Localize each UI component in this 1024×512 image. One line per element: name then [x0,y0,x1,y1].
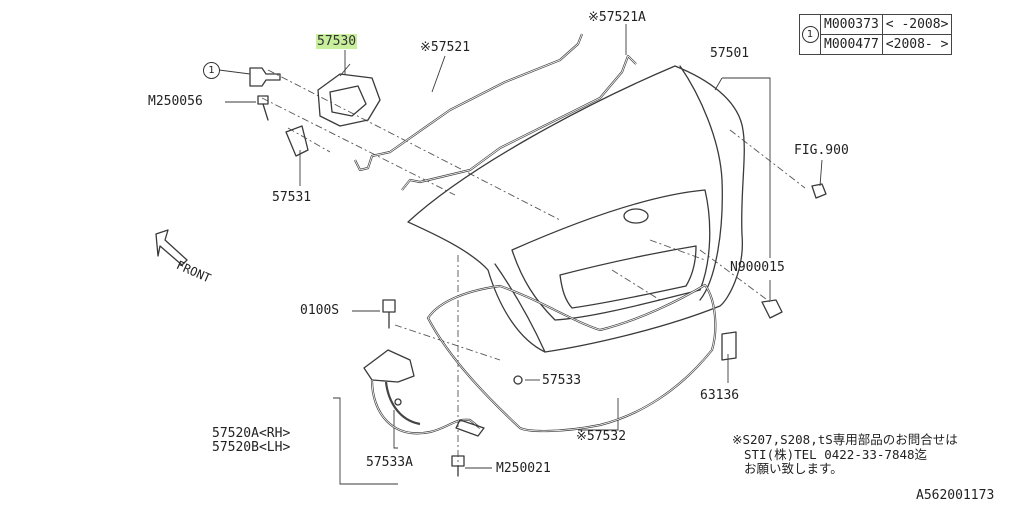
figure-id: A562001173 [916,488,995,503]
note-line-1: ※S207,S208,tS専用部品のお問合せは [732,432,958,447]
release-cable [354,33,637,191]
ref-table-range-1: < -2008> [881,14,953,35]
trunk-lid [407,65,745,353]
label-57533[interactable]: 57533 [542,373,582,388]
label-57521[interactable]: ※57521 [420,40,471,55]
note-line-3: お願い致します。 [744,461,843,476]
striker [285,125,309,157]
label-0100s[interactable]: 0100S [300,303,340,318]
ref-table-code-2[interactable]: M000477 [820,34,883,55]
assembly-lines [261,69,806,470]
label-n900015[interactable]: N900015 [730,260,785,275]
label-57520a[interactable]: 57520A<RH> [212,426,291,441]
label-63136[interactable]: 63136 [700,388,740,403]
weather-strip [426,283,717,433]
ref-table-range-2: <2008- > [881,34,953,55]
clips [394,183,827,406]
label-57532[interactable]: ※57532 [576,429,627,444]
note-line-2: STI(株)TEL 0422-33-7848迄 [744,447,928,462]
ref-table-mark-cell: 1 [799,14,821,55]
ref-table-mark: 1 [801,26,819,43]
label-57501[interactable]: 57501 [710,46,750,61]
reference-table: 1 M000373 < -2008> M000477 <2008- > [799,14,953,55]
label-m250056[interactable]: M250056 [148,94,203,109]
label-57520b[interactable]: 57520B<LH> [212,440,291,455]
label-57533a[interactable]: 57533A [366,455,413,470]
bolts [249,67,465,477]
trunk-lock [317,63,381,127]
label-57530[interactable]: 57530 [316,34,358,49]
label-m250021[interactable]: M250021 [496,461,551,476]
callout-leader [218,69,251,75]
callout-circle-1: 1 [203,62,220,79]
label-fig900[interactable]: FIG.900 [794,143,849,158]
label-57521a[interactable]: ※57521A [588,10,646,25]
ref-table-code-1[interactable]: M000373 [820,14,883,35]
label-57531[interactable]: 57531 [272,190,312,205]
front-arrow-icon [155,229,188,266]
leader-lines [225,24,823,485]
trunk-hinge [363,349,485,437]
